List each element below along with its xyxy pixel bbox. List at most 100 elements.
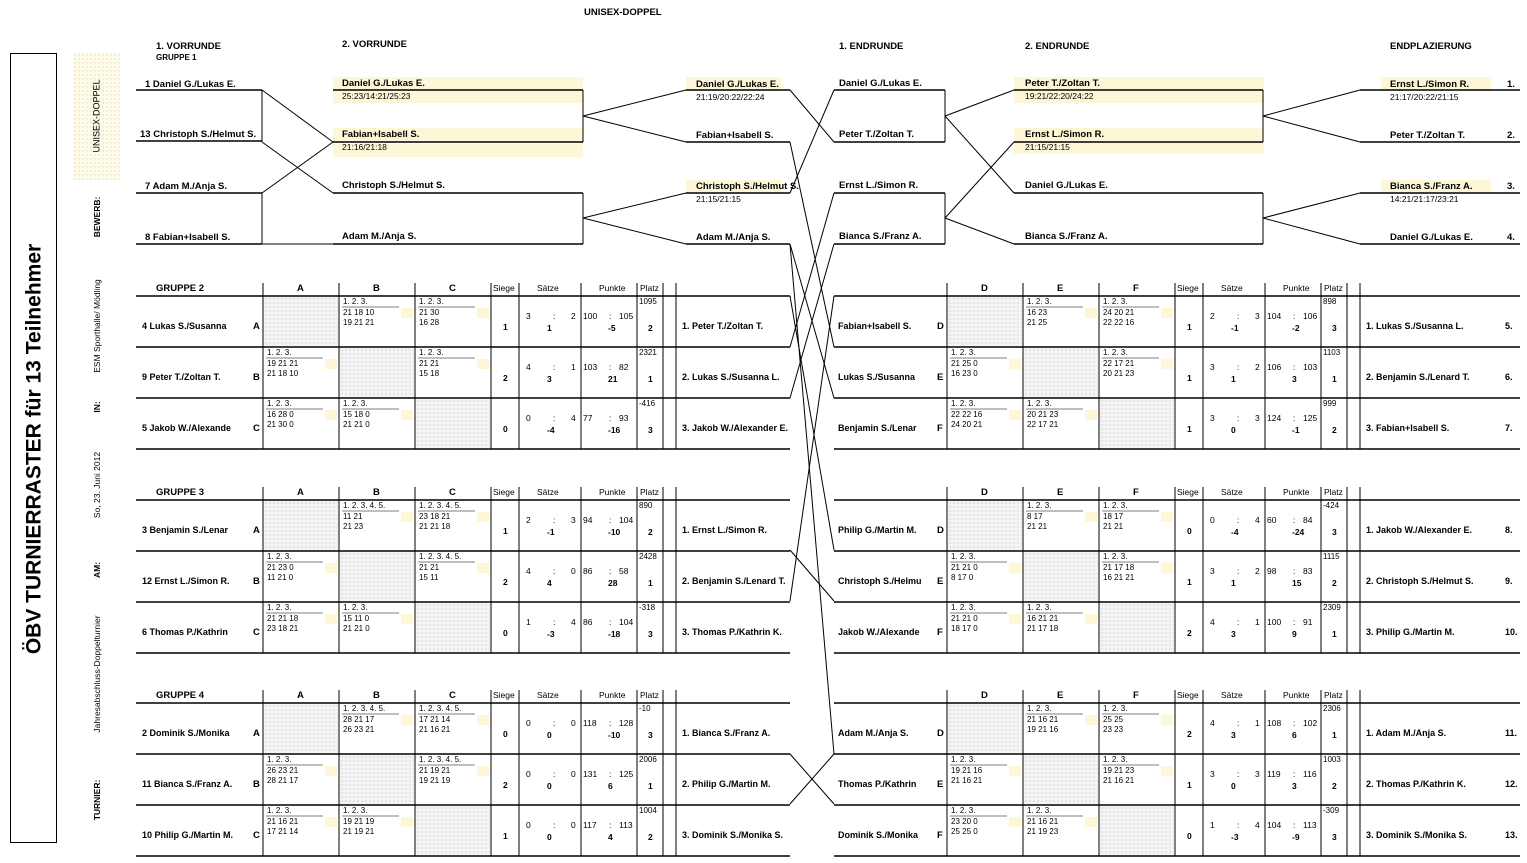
punkte-won: 104 (1267, 311, 1282, 321)
diagonal-cell (1100, 806, 1174, 855)
saetze-diff: 1 (1231, 578, 1236, 588)
set-header: 1. 2. 3. (267, 755, 292, 764)
punkte-lost: 83 (1303, 566, 1313, 576)
set-score: 22 22 16 (1103, 318, 1135, 327)
player-letter: B (253, 576, 260, 587)
set-header: 1. 2. 3. (343, 603, 368, 612)
group-col-header: F (1133, 487, 1139, 498)
saetze-lost: 3 (1255, 769, 1260, 779)
set-score: 25 25 0 (951, 827, 978, 836)
bracket-entry: 7 Adam M./Anja S. (145, 181, 227, 192)
punkte-won: 124 (1267, 413, 1282, 423)
punkte-won: 94 (583, 515, 593, 525)
group-result: 1. Jakob W./Alexander E. (1366, 526, 1473, 535)
punkte-lost: 104 (619, 515, 634, 525)
set-score: 20 21 23 (1027, 410, 1059, 419)
colon: : (1293, 515, 1296, 525)
colon: : (1237, 515, 1240, 525)
diagonal-cell (948, 501, 1022, 550)
group-col-header: F (1133, 690, 1139, 701)
set-score: 21 21 (419, 563, 440, 572)
ranking-points: 1003 (1323, 755, 1341, 764)
cell-marker (1085, 512, 1097, 522)
group-result: 3. Fabian+Isabell S. (1366, 424, 1450, 433)
player-letter: D (937, 728, 944, 739)
bracket-score: 21:17/20:22/21:15 (1390, 92, 1459, 102)
colon: : (553, 820, 556, 830)
set-score: 17 21 14 (267, 827, 299, 836)
player-name: Benjamin S./Lenar (838, 424, 917, 433)
cell-marker (1161, 512, 1173, 522)
punkte-lost: 125 (1303, 413, 1318, 423)
saetze-lost: 0 (571, 718, 576, 728)
highlight-patch (1014, 128, 1264, 142)
final-place: 13. (1505, 830, 1518, 840)
colon: : (1293, 820, 1296, 830)
punkte-lost: 105 (619, 311, 634, 321)
saetze-diff: -4 (547, 425, 555, 435)
siege-value: 1 (503, 526, 508, 536)
colon: : (1293, 617, 1296, 627)
punkte-lost: 128 (619, 718, 634, 728)
ranking-points: 1095 (639, 297, 657, 306)
player-name: 5 Jakob W./Alexande (142, 424, 232, 433)
siege-value: 2 (1187, 628, 1192, 638)
colon: : (609, 515, 612, 525)
saetze-diff: 0 (1231, 425, 1236, 435)
ranking-points: 1115 (1323, 552, 1340, 561)
set-score: 19 21 16 (951, 766, 983, 775)
set-score: 21 21 (419, 359, 440, 368)
bracket-line (1262, 89, 1361, 117)
sidebar-label: IN: (91, 401, 102, 413)
punkte-won: 131 (583, 769, 598, 779)
punkte-diff: -16 (608, 425, 621, 435)
saetze-lost: 4 (1255, 515, 1260, 525)
group-result: 2. Lukas S./Susanna L. (682, 373, 780, 382)
saetze-lost: 1 (1255, 617, 1260, 627)
player-name: 12 Ernst L./Simon R. (142, 577, 230, 586)
player-letter: C (253, 423, 260, 434)
cell-marker (401, 410, 413, 420)
ranking-points: 2321 (639, 348, 657, 357)
cell-marker (477, 715, 489, 725)
ranking-points: 2309 (1323, 603, 1341, 612)
diagonal-cell (416, 399, 490, 448)
group-col-header: A (297, 690, 304, 701)
player-name: Philip G./Martin M. (838, 526, 917, 535)
set-score: 20 21 23 (1103, 369, 1135, 378)
set-score: 8 17 0 (951, 573, 974, 582)
group-col-header: C (449, 283, 456, 294)
saetze-won: 3 (1210, 769, 1215, 779)
group-result: 1. Peter T./Zoltan T. (682, 322, 764, 331)
punkte-diff: -5 (608, 323, 616, 333)
saetze-won: 0 (1210, 515, 1215, 525)
set-header: 1. 2. 3. (1027, 399, 1052, 408)
header-round2: 2. VORRUNDE (342, 39, 407, 50)
set-score: 16 23 0 (951, 369, 978, 378)
bracket-entry: Daniel G./Lukas E. (1025, 180, 1108, 191)
ranking-points: -424 (1323, 501, 1340, 510)
bracket-entry: Fabian+Isabell S. (696, 130, 774, 141)
set-header: 1. 2. 3. (1027, 603, 1052, 612)
punkte-header: Punkte (1283, 690, 1310, 700)
saetze-header: Sätze (1221, 690, 1243, 700)
highlight-patch (1014, 90, 1264, 103)
player-name: 11 Bianca S./Franz A. (142, 780, 233, 789)
siege-value: 1 (1187, 577, 1192, 587)
punkte-diff: 3 (1292, 781, 1297, 791)
highlight-patch (333, 90, 583, 103)
punkte-won: 98 (1267, 566, 1277, 576)
group-result: 2. Philip G./Martin M. (682, 780, 771, 789)
group-col-header: D (981, 690, 988, 701)
cell-marker (325, 410, 337, 420)
bracket-entry: Bianca S./Franz A. (839, 231, 922, 242)
punkte-diff: 6 (608, 781, 613, 791)
bracket-entry: Peter T./Zoltan T. (839, 129, 914, 140)
cell-marker (477, 512, 489, 522)
sidebar-label: UNISEX-DOPPEL (91, 79, 102, 153)
set-score: 21 21 18 (419, 522, 451, 531)
platz-header: Platz (1324, 690, 1343, 700)
set-score: 23 18 21 (267, 624, 299, 633)
punkte-lost: 113 (619, 820, 633, 830)
group-result: 2. Benjamin S./Lenard T. (1366, 373, 1470, 382)
